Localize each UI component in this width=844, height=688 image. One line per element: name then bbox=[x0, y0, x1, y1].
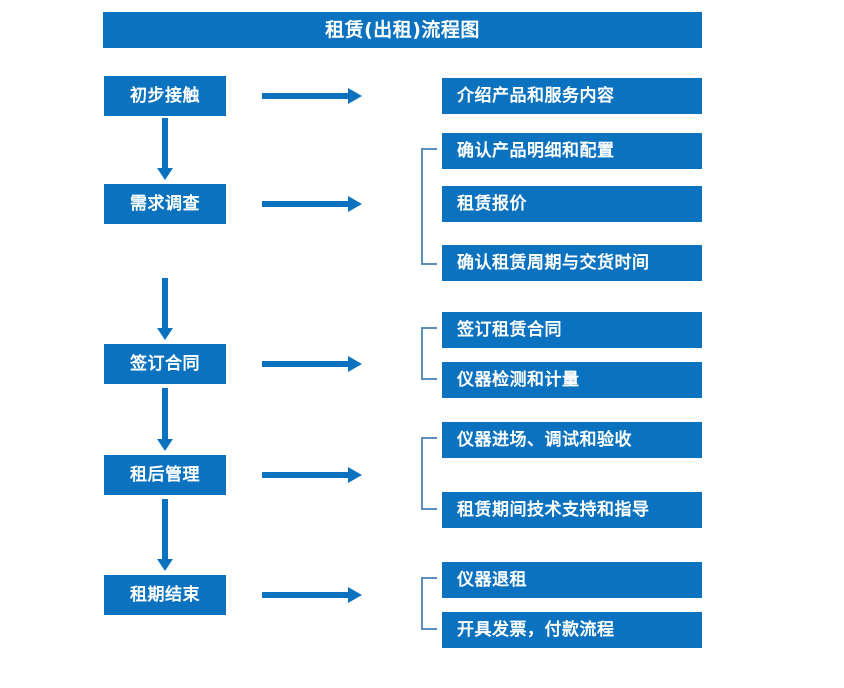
vertical-arrow-stage2-to-stage3 bbox=[153, 278, 177, 340]
detail-box-confirm-period-delivery[interactable]: 确认租赁周期与交货时间 bbox=[442, 245, 702, 281]
bracket-group-requirement-survey bbox=[421, 148, 437, 265]
arrow-head-icon bbox=[348, 467, 362, 483]
arrow-shaft bbox=[162, 278, 168, 328]
arrow-shaft bbox=[262, 361, 350, 367]
detail-box-confirm-product-spec[interactable]: 确认产品明细和配置 bbox=[442, 133, 702, 169]
arrow-shaft bbox=[262, 201, 350, 207]
arrow-head-icon bbox=[348, 88, 362, 104]
arrow-head-icon bbox=[348, 587, 362, 603]
detail-box-instrument-onsite-commissioning[interactable]: 仪器进场、调试和验收 bbox=[442, 422, 702, 458]
detail-box-instrument-return[interactable]: 仪器退租 bbox=[442, 562, 702, 598]
arrow-head-icon bbox=[157, 168, 173, 180]
bracket-group-lease-end bbox=[421, 577, 437, 630]
detail-box-introduce-products[interactable]: 介绍产品和服务内容 bbox=[442, 78, 702, 114]
arrow-head-icon bbox=[348, 356, 362, 372]
horizontal-arrow-stage1 bbox=[262, 84, 362, 108]
vertical-arrow-stage1-to-stage2 bbox=[153, 118, 177, 180]
stage-box-lease-end[interactable]: 租期结束 bbox=[104, 575, 226, 615]
detail-box-invoice-payment[interactable]: 开具发票，付款流程 bbox=[442, 612, 702, 648]
detail-box-sign-rental-contract[interactable]: 签订租赁合同 bbox=[442, 312, 702, 348]
horizontal-arrow-stage3 bbox=[262, 352, 362, 376]
arrow-shaft bbox=[162, 388, 168, 439]
horizontal-arrow-stage2 bbox=[262, 192, 362, 216]
horizontal-arrow-stage4 bbox=[262, 463, 362, 487]
arrow-shaft bbox=[262, 592, 350, 598]
stage-box-sign-contract[interactable]: 签订合同 bbox=[104, 344, 226, 384]
arrow-shaft bbox=[162, 118, 168, 168]
bracket-group-post-rental bbox=[421, 437, 437, 510]
arrow-head-icon bbox=[157, 439, 173, 451]
bracket-group-sign-contract bbox=[421, 327, 437, 380]
stage-box-initial-contact[interactable]: 初步接触 bbox=[104, 76, 226, 116]
horizontal-arrow-stage5 bbox=[262, 583, 362, 607]
arrow-head-icon bbox=[348, 196, 362, 212]
arrow-shaft bbox=[262, 93, 350, 99]
stage-box-post-rental-management[interactable]: 租后管理 bbox=[104, 455, 226, 495]
detail-box-rental-quotation[interactable]: 租赁报价 bbox=[442, 186, 702, 222]
detail-box-technical-support[interactable]: 租赁期间技术支持和指导 bbox=[442, 492, 702, 528]
arrow-head-icon bbox=[157, 559, 173, 571]
arrow-shaft bbox=[262, 472, 350, 478]
detail-box-instrument-inspection[interactable]: 仪器检测和计量 bbox=[442, 362, 702, 398]
arrow-shaft bbox=[162, 499, 168, 559]
stage-box-requirement-survey[interactable]: 需求调查 bbox=[104, 184, 226, 224]
page-title: 租赁(出租)流程图 bbox=[103, 12, 702, 48]
vertical-arrow-stage3-to-stage4 bbox=[153, 388, 177, 451]
arrow-head-icon bbox=[157, 328, 173, 340]
vertical-arrow-stage4-to-stage5 bbox=[153, 499, 177, 571]
